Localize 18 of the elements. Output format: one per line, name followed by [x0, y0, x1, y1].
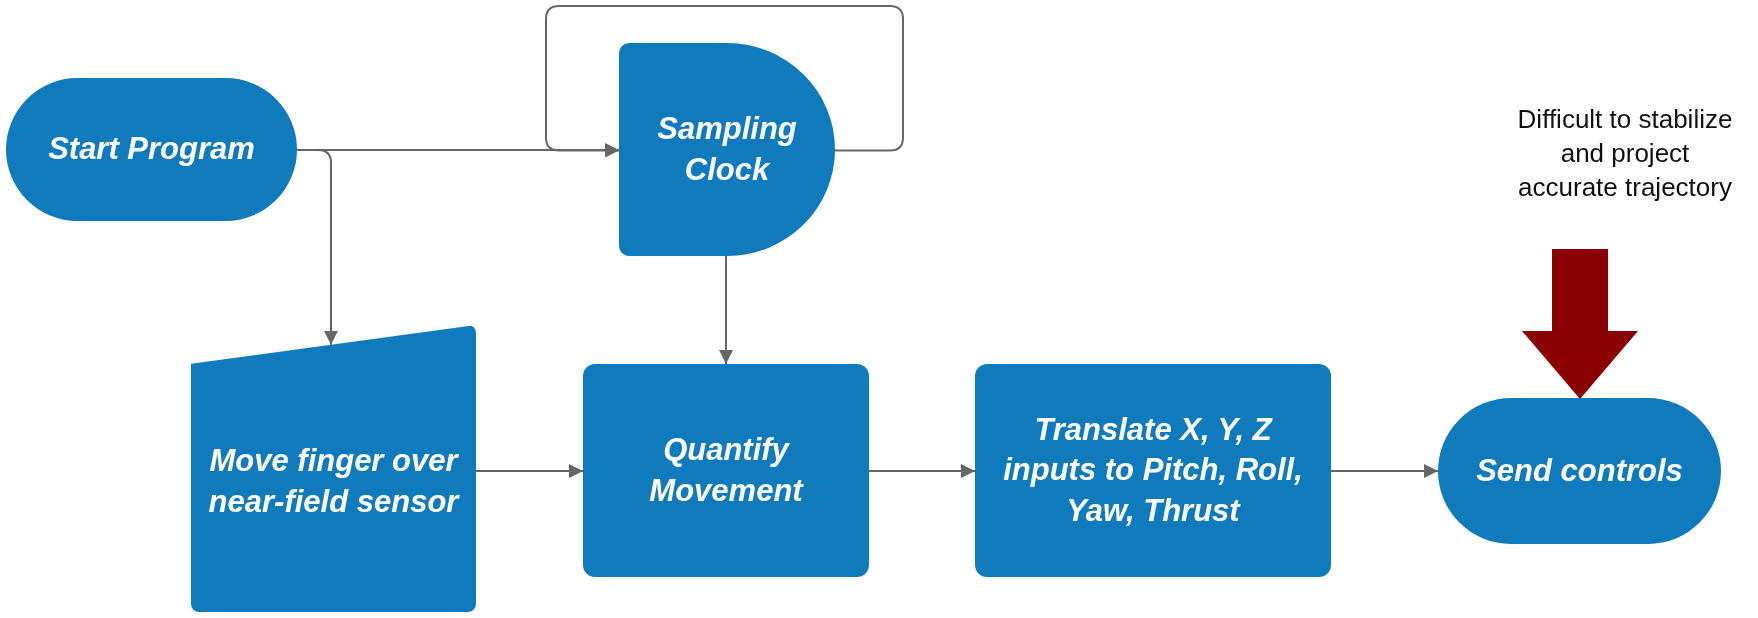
node-label: Translate X, Y, Z inputs to Pitch, Roll, Yaw, Thrust	[1002, 411, 1304, 530]
arrow	[296, 149, 338, 346]
node-label: Sampling Clock	[656, 110, 798, 189]
arrow	[868, 464, 976, 478]
note-text: Difficult to stabilize and project accurate trajectory	[1516, 103, 1734, 204]
arrow	[719, 255, 733, 365]
arrow	[1330, 464, 1439, 478]
block-arrow	[1522, 249, 1638, 399]
node-label: Send controls	[1476, 451, 1683, 490]
arrow	[475, 464, 584, 478]
delay-shape	[619, 43, 835, 256]
node-label: Quantify Movement	[648, 431, 805, 510]
arrow	[545, 5, 904, 158]
process-box	[583, 364, 869, 577]
process-box	[975, 364, 1331, 577]
node-label: Start Program	[48, 130, 255, 169]
manual-input-shape	[191, 325, 476, 612]
node-label: Move finger over near-field sensor	[207, 442, 460, 521]
